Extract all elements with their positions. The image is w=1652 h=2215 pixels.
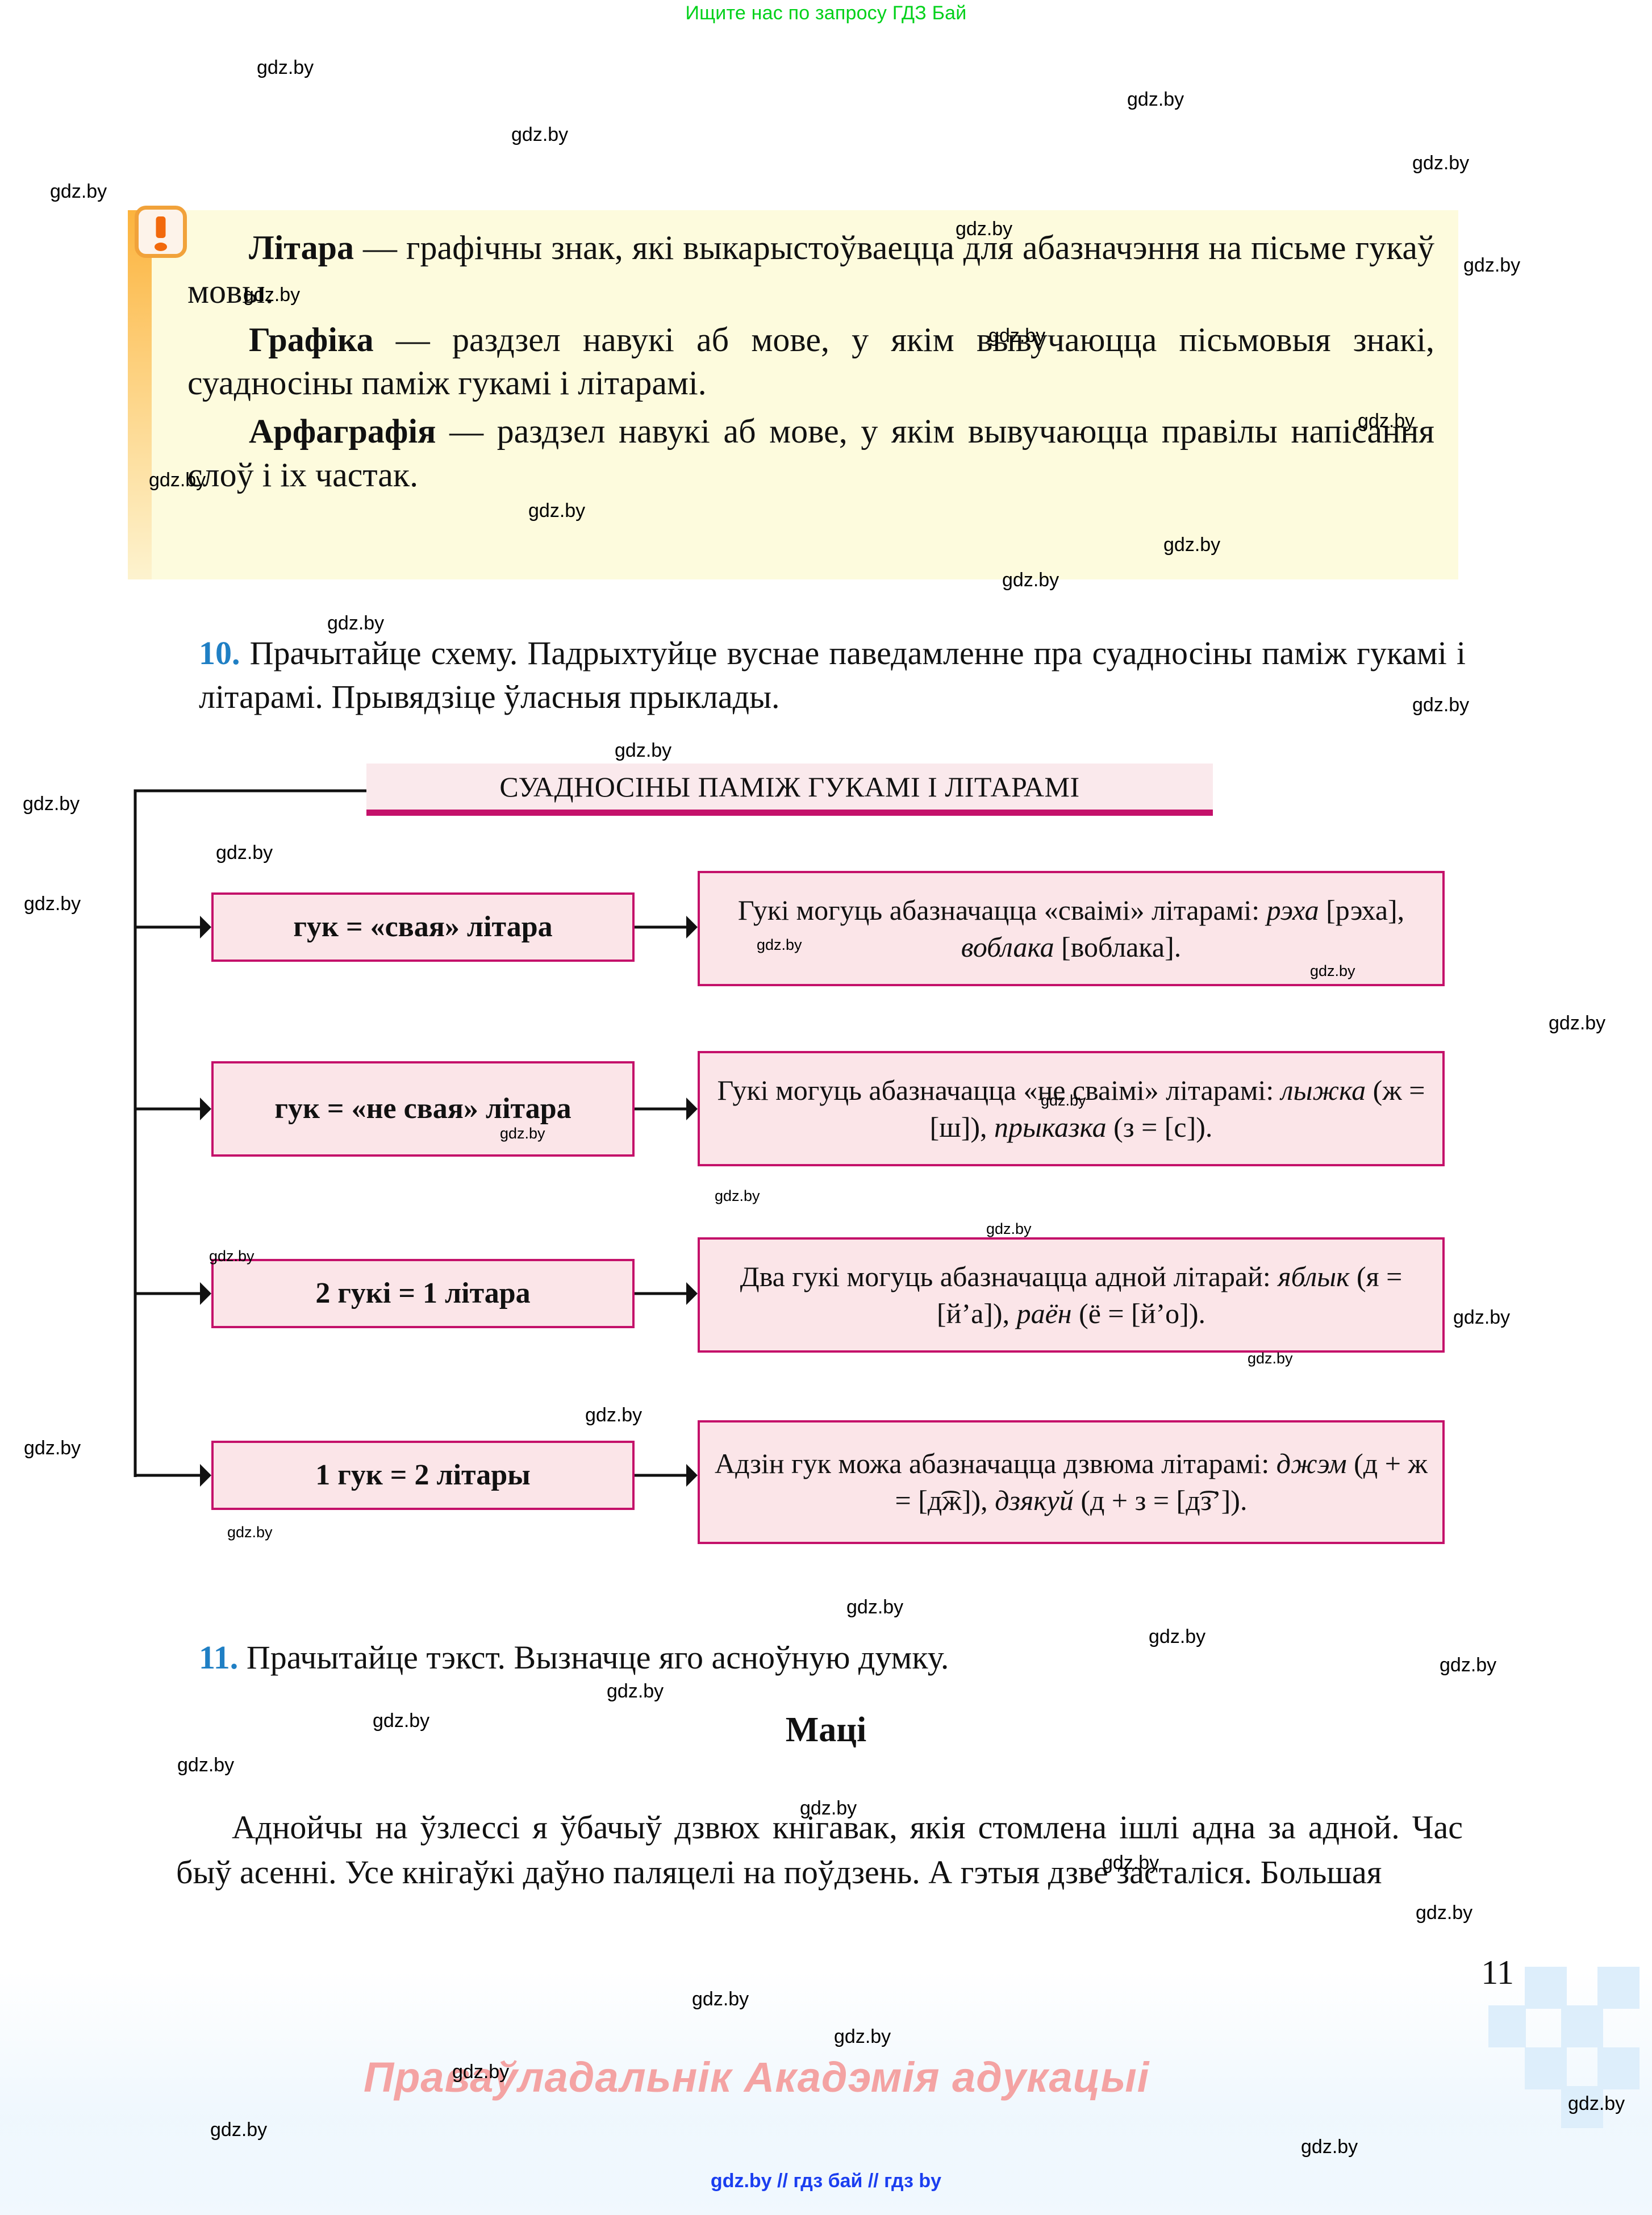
exclamation-stem xyxy=(156,216,166,238)
diagram-right-3-ex2-word: раён xyxy=(1016,1297,1072,1329)
diagram-right-4-ex2-trans: (д + з = [д͡з’]). xyxy=(1073,1484,1248,1516)
rule-paragraph-litara: Літара — графічны знак, які выкарыстоўва… xyxy=(187,226,1434,314)
exercise-10: 10. Прачытайце схему. Падрыхтуйце вуснае… xyxy=(199,632,1466,719)
exclamation-dot xyxy=(155,243,167,251)
diagram-right-3-ex2-trans: (ё = [й’о]). xyxy=(1071,1297,1205,1329)
diagram-right-4-head: Адзін гук можа абазначацца дзвюма літара… xyxy=(715,1448,1276,1479)
diagram-right-1-ex1-word: рэха xyxy=(1266,894,1319,926)
gdz-watermark: gdz.by xyxy=(585,1404,643,1426)
diagram-right-box-4: Адзін гук можа абазначацца дзвюма літара… xyxy=(698,1420,1445,1544)
decorative-square xyxy=(1488,2005,1526,2047)
gdz-watermark: gdz.by xyxy=(24,1437,81,1459)
term-grafika: Графіка xyxy=(249,320,374,358)
diagram-right-4-ex2-word: дзякуй xyxy=(995,1484,1074,1516)
diagram-title-box: СУАДНОСІНЫ ПАМІЖ ГУКАМІ І ЛІТАРАМІ xyxy=(366,764,1213,816)
diagram-right-3-head: Два гукі могуць абазначацца адной літара… xyxy=(740,1260,1278,1292)
gdz-watermark: gdz.by xyxy=(216,842,273,864)
diagram-right-1-ex2-word: воблака xyxy=(961,931,1054,963)
footer-links: gdz.by // гдз бай // гдз by xyxy=(710,2170,942,2192)
story-title: Маці xyxy=(785,1711,867,1749)
exercise-10-text: Прачытайце схему. Падрыхтуйце вуснае пав… xyxy=(199,635,1466,715)
diagram-right-4-ex1-word: джэм xyxy=(1276,1448,1347,1479)
decorative-square xyxy=(1597,1967,1640,2009)
site-banner: Ищите нас по запросу ГДЗ Бай xyxy=(685,2,967,24)
diagram-right-3-ex1-trans: (я = [й’а]), xyxy=(937,1260,1403,1329)
diagram-right-box-2: Гукі могуць абазначацца «не сваімі» літа… xyxy=(698,1051,1445,1166)
gdz-watermark: gdz.by xyxy=(607,1680,664,1702)
gdz-watermark: gdz.by xyxy=(23,793,80,815)
gdz-watermark: gdz.by xyxy=(1416,1902,1473,1924)
exclamation-icon xyxy=(135,206,187,258)
gdz-watermark: gdz.by xyxy=(986,1220,1032,1237)
rule-paragraph-arfagrafija: Арфаграфія — раздзел навукі аб мове, у я… xyxy=(187,410,1434,497)
page-number: 11 xyxy=(1481,1954,1514,1991)
exercise-11-number: 11. xyxy=(199,1639,239,1676)
exercise-11: 11. Прачытайце тэкст. Вызначце яго асноў… xyxy=(199,1636,1466,1680)
rule-body-litara: — графічны знак, які выкарыстоўваецца дл… xyxy=(187,229,1434,310)
decorative-square xyxy=(1561,2086,1603,2128)
copyright-watermark: Праваўладальнік Акадэмія адукацыі xyxy=(364,2054,1150,2101)
gdz-watermark: gdz.by xyxy=(1549,1012,1606,1034)
gdz-watermark: gdz.by xyxy=(1453,1307,1511,1328)
diagram-right-box-1: Гукі могуць абазначацца «сваімі» літарам… xyxy=(698,871,1445,986)
diagram-right-2-ex1-trans: (ж = [ш]), xyxy=(929,1074,1425,1143)
rule-paragraph-grafika: Графіка — раздзел навукі аб мове, у якім… xyxy=(187,318,1434,406)
gdz-watermark: gdz.by xyxy=(511,124,569,145)
exercise-11-text: Прачытайце тэкст. Вызначце яго асноўную … xyxy=(238,1639,949,1676)
diagram-right-2-ex2-trans: (з = [с]). xyxy=(1106,1111,1213,1143)
story-body: Аднойчы на ўзлессі я ўбачыў дзвюх кнігав… xyxy=(176,1805,1463,1895)
diagram-right-1-ex1-trans: [рэха], xyxy=(1319,894,1405,926)
diagram-right-box-3: Два гукі могуць абазначацца адной літара… xyxy=(698,1237,1445,1353)
gdz-watermark: gdz.by xyxy=(257,57,314,78)
gdz-watermark: gdz.by xyxy=(177,1754,235,1776)
story-paragraph: Аднойчы на ўзлессі я ўбачыў дзвюх кнігав… xyxy=(176,1809,1463,1891)
decorative-square xyxy=(1597,2047,1640,2089)
exercise-10-number: 10. xyxy=(199,635,240,671)
term-litara: Літара xyxy=(249,229,354,266)
term-arfagrafija: Арфаграфія xyxy=(249,412,436,450)
diagram-right-4-ex1-trans: (д + ж = [д͡ж]), xyxy=(895,1448,1428,1516)
rule-body-grafika: — раздзел навукі аб мове, у якім вывучаю… xyxy=(187,320,1434,402)
gdz-watermark: gdz.by xyxy=(50,181,107,202)
diagram-right-2-ex1-word: лыжка xyxy=(1280,1074,1366,1106)
rule-callout-box xyxy=(128,210,1458,579)
diagram-right-2-head: Гукі могуць абазначацца «не сваімі» літа… xyxy=(717,1074,1281,1106)
diagram-right-2-ex2-word: прыказка xyxy=(994,1111,1107,1143)
gdz-watermark: gdz.by xyxy=(715,1187,760,1204)
decorative-square xyxy=(1525,1967,1567,2009)
gdz-watermark: gdz.by xyxy=(227,1524,273,1541)
diagram-right-1-head: Гукі могуць абазначацца «сваімі» літарам… xyxy=(737,894,1267,926)
gdz-watermark: gdz.by xyxy=(1412,152,1470,174)
gdz-watermark: gdz.by xyxy=(1463,255,1521,276)
diagram-right-1-ex2-trans: [воблака]. xyxy=(1054,931,1182,963)
decorative-square xyxy=(1561,2005,1603,2047)
gdz-watermark: gdz.by xyxy=(846,1596,904,1618)
diagram-left-box-3: 2 гукі = 1 літара xyxy=(211,1259,635,1328)
diagram-left-box-1: гук = «свая» літара xyxy=(211,892,635,962)
rule-body-arfagrafija: — раздзел навукі аб мове, у якім вывучаю… xyxy=(187,412,1434,494)
gdz-watermark: gdz.by xyxy=(615,740,672,761)
rule-callout-text: Літара — графічны знак, які выкарыстоўва… xyxy=(187,226,1434,497)
bottom-gradient xyxy=(0,1971,1652,2215)
gdz-watermark: gdz.by xyxy=(1127,89,1184,110)
callout-accent-bar xyxy=(128,210,152,579)
decorative-square xyxy=(1525,2047,1567,2089)
diagram-left-box-2: гук = «не свая» літара xyxy=(211,1061,635,1157)
diagram-left-box-4: 1 гук = 2 літары xyxy=(211,1441,635,1510)
gdz-watermark: gdz.by xyxy=(24,893,81,915)
diagram-right-3-ex1-word: яблык xyxy=(1278,1260,1350,1292)
